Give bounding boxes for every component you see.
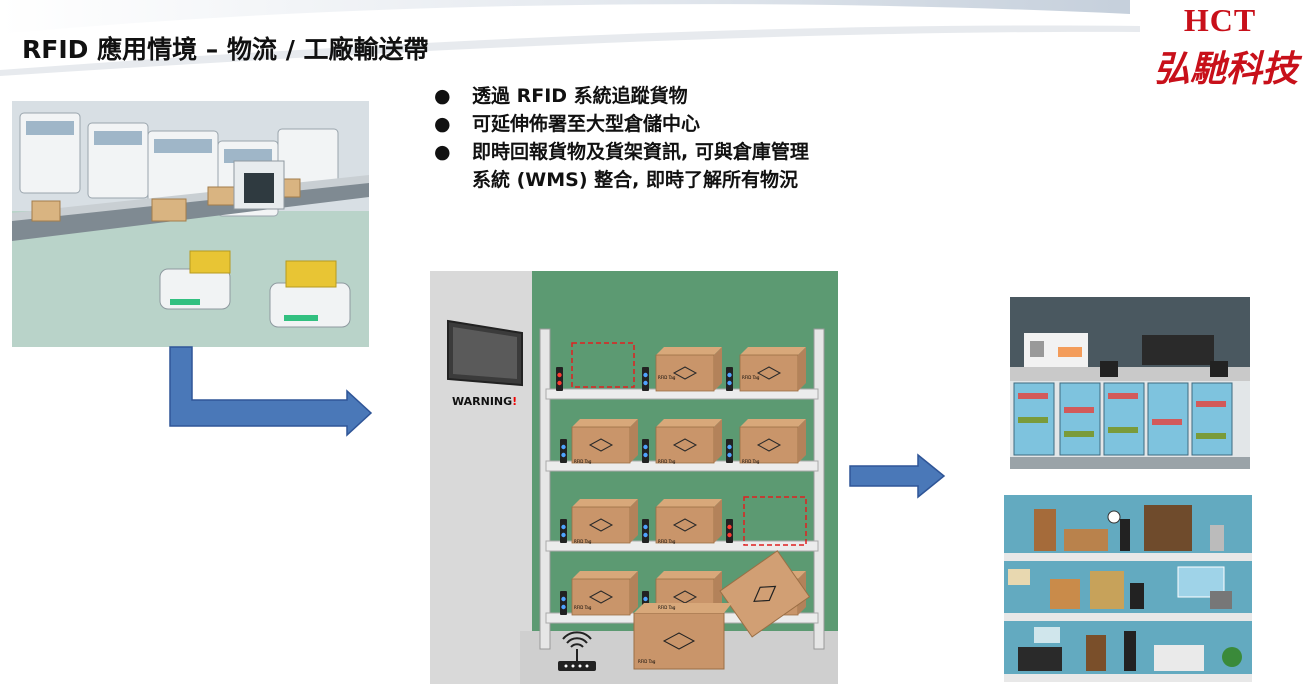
bullet-text: 系統 (WMS) 整合, 即時了解所有物況 [472, 169, 798, 191]
rfid-tag-label: RFID Tag [742, 375, 760, 380]
rfid-reader-icon [558, 631, 596, 671]
rfid-tag-label: RFID Tag [574, 605, 592, 610]
rfid-tag-label: RFID Tag [658, 375, 676, 380]
bullet-item: 系統 (WMS) 整合, 即時了解所有物況 [430, 166, 809, 194]
rfid-tag-label: RFID Tag [574, 539, 592, 544]
monitor-icon [447, 319, 523, 387]
rfid-tag-label: RFID Tag [742, 459, 760, 464]
bullet-text: 即時回報貨物及貨架資訊, 可與倉庫管理 [472, 141, 809, 163]
logo-text-cn: 弘馳科技 [1153, 48, 1298, 90]
bullet-item: ● 即時回報貨物及貨架資訊, 可與倉庫管理 [430, 138, 809, 166]
warehouse-shelf-scene: WARNING! [430, 271, 838, 684]
bullet-text: 可延伸佈署至大型倉儲中心 [472, 113, 701, 135]
bullet-item: ● 可延伸佈署至大型倉儲中心 [430, 110, 809, 138]
rfid-tag-label: RFID Tag [638, 659, 656, 664]
bullet-list: ● 透過 RFID 系統追蹤貨物 ● 可延伸佈署至大型倉儲中心 ● 即時回報貨物及貨架… [430, 82, 809, 194]
logo-text-en: HCT [1183, 2, 1257, 38]
rfid-tag-label: RFID Tag [658, 459, 676, 464]
warning-text: WARNING [452, 395, 513, 408]
slide-title: RFID 應用情境 – 物流 / 工廠輸送帶 [22, 35, 429, 64]
bullet-marker: ● [434, 141, 451, 163]
warning-mark: ! [512, 395, 518, 408]
bullet-item: ● 透過 RFID 系統追蹤貨物 [430, 82, 809, 110]
warning-label: WARNING! [452, 395, 517, 408]
bullet-marker: ● [434, 113, 451, 135]
bullet-text: 透過 RFID 系統追蹤貨物 [472, 85, 688, 107]
office-building-image [1004, 495, 1252, 682]
flow-arrow-icon [849, 453, 946, 499]
shelf-boxes [556, 342, 811, 670]
rfid-tag-label: RFID Tag [658, 539, 676, 544]
flow-arrow-icon [169, 346, 373, 437]
header-swoosh [0, 0, 1140, 76]
rfid-tag-label: RFID Tag [574, 459, 592, 464]
bullet-marker: ● [434, 85, 451, 107]
convenience-store-image [1010, 297, 1250, 469]
rfid-tag-label: RFID Tag [658, 605, 676, 610]
factory-conveyor-image [12, 101, 369, 347]
